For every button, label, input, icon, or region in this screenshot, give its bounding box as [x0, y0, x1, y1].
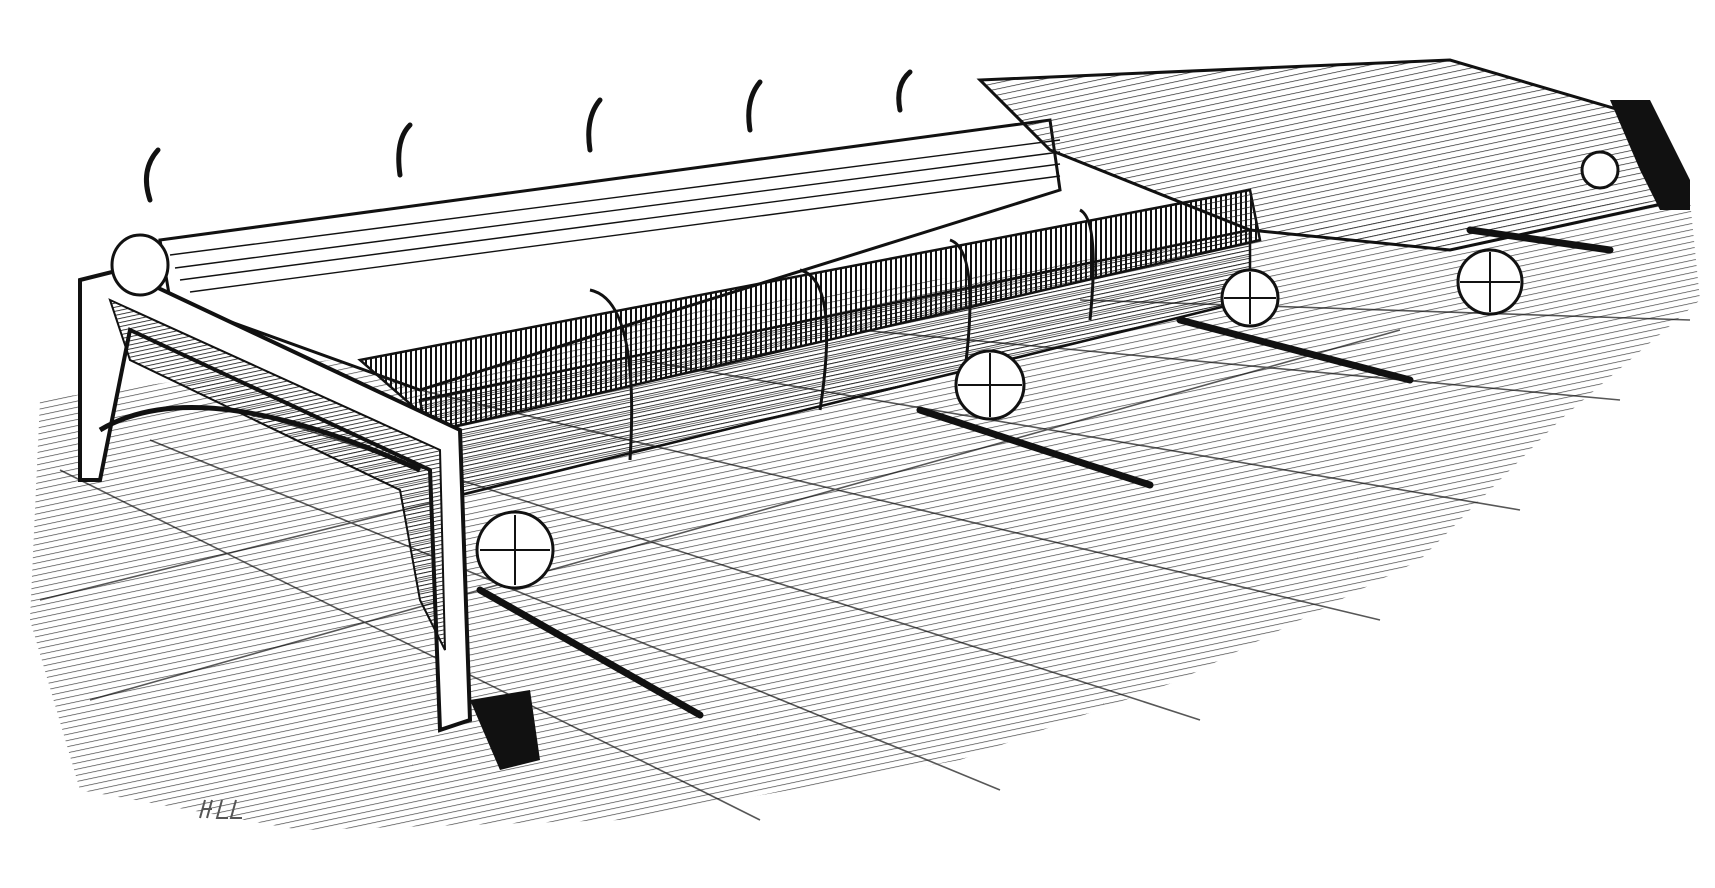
frame-foot: [470, 690, 540, 770]
engraver-signature: [199, 799, 242, 819]
wheel-spokes: [480, 252, 1520, 585]
headstock: [976, 58, 1683, 252]
roller-end: [110, 233, 170, 297]
end-frame-inner: [108, 298, 446, 651]
headstock-rear-bracket: [1610, 100, 1690, 210]
hanging-cranks: [589, 208, 1095, 461]
floor-rails: [476, 226, 1614, 719]
carriage-yarn-lines: [169, 139, 1061, 293]
hand-wheel-far: [1580, 150, 1620, 190]
end-frame-arch: [98, 405, 422, 473]
faller-arms: [143, 69, 913, 203]
machine: [78, 58, 1690, 770]
